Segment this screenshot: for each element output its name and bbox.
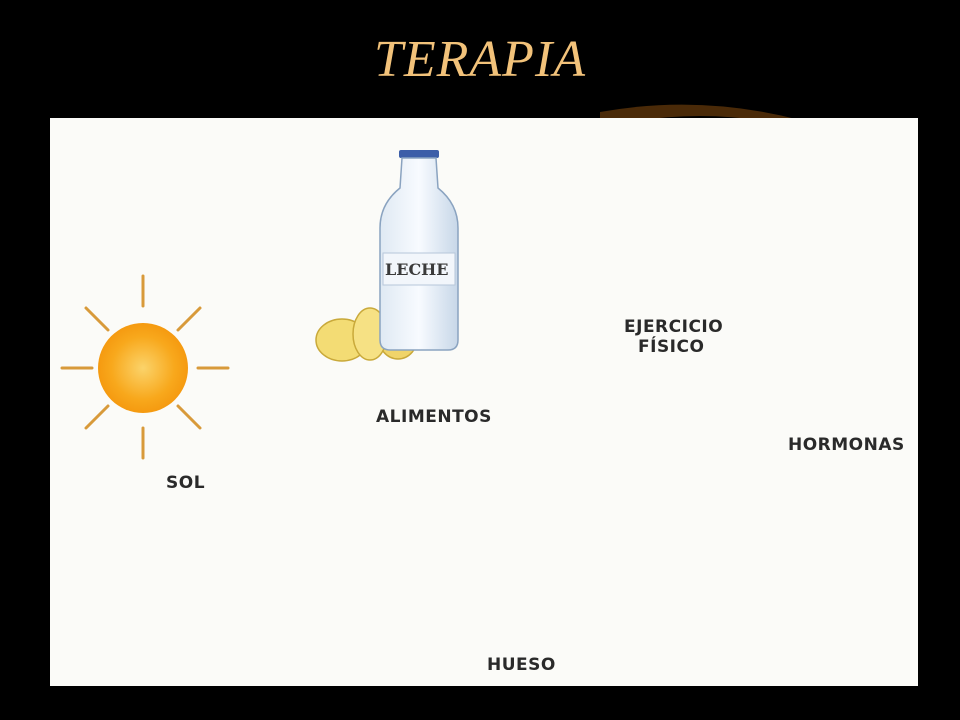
diagram-canvas [60,150,459,460]
diagram-panel: LECHE SOL ALIMENTOS EJERCICIO FÍSICO HOR… [50,118,918,686]
label-hormones: HORMONAS [788,435,905,455]
decorative-swoosh [600,104,800,128]
label-bone: HUESO [487,655,556,675]
label-sun: SOL [166,473,206,493]
label-exercise-line2: FÍSICO [638,337,705,357]
label-milk: LECHE [385,260,449,279]
milk-bottle-icon [379,150,459,351]
slide-title: TERAPIA [373,31,587,88]
label-food: ALIMENTOS [376,407,492,427]
sun-icon [60,274,230,460]
label-exercise-line1: EJERCICIO [624,317,724,337]
